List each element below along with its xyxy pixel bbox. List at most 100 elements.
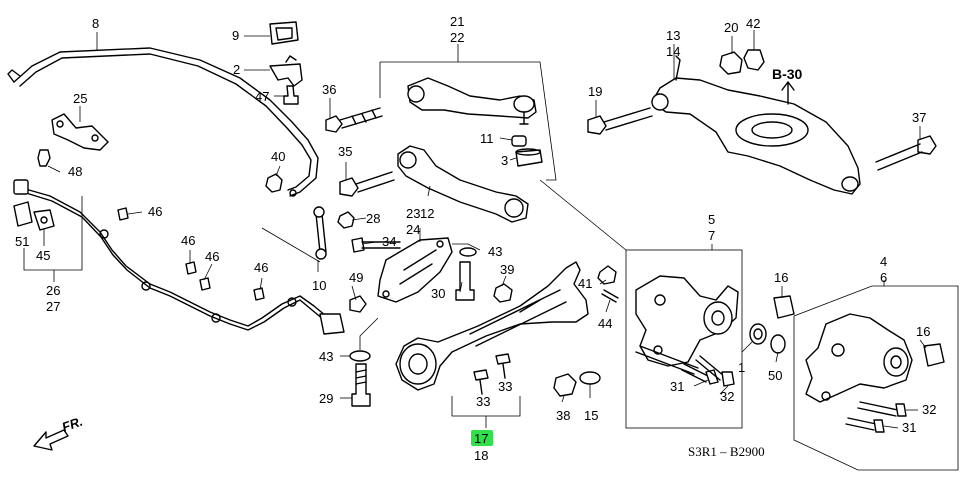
nut-20 [719, 51, 743, 75]
front-arrow: FR. [33, 414, 85, 451]
callout-40[interactable]: 40 [271, 149, 285, 164]
callout-31a[interactable]: 31 [670, 379, 684, 394]
bolt-19 [587, 107, 653, 135]
callout-26[interactable]: 26 [46, 283, 60, 298]
reference-label[interactable]: B-30 [772, 66, 803, 82]
callout-48[interactable]: 48 [68, 164, 82, 179]
bushing-3 [515, 148, 543, 167]
callout-13[interactable]: 13 [666, 28, 680, 43]
callout-8[interactable]: 8 [92, 16, 99, 31]
nut-39 [493, 283, 513, 303]
callout-43b[interactable]: 43 [319, 349, 333, 364]
clip-45 [33, 209, 55, 231]
knuckle-alt-box [793, 285, 959, 471]
rear-arm-12 [397, 145, 529, 223]
callout-33b[interactable]: 33 [498, 379, 512, 394]
callout-11[interactable]: 11 [480, 131, 494, 146]
bolt-47 [283, 85, 299, 105]
callout-7[interactable]: 7 [708, 228, 715, 243]
highlight-17 [471, 430, 493, 446]
stabilizer-bar [7, 47, 319, 197]
callout-19[interactable]: 19 [588, 84, 602, 99]
nut-42 [743, 49, 765, 71]
callout-6[interactable]: 6 [880, 270, 887, 285]
callout-46c[interactable]: 46 [205, 249, 219, 264]
callout-34[interactable]: 34 [382, 234, 396, 249]
callout-25[interactable]: 25 [73, 91, 87, 106]
bolts-33 [473, 353, 511, 395]
callout-16b[interactable]: 16 [916, 324, 930, 339]
callout-46a[interactable]: 46 [148, 204, 162, 219]
callout-14[interactable]: 14 [666, 44, 680, 59]
bolts-32b-31b [845, 401, 907, 433]
callout-33a[interactable]: 33 [476, 394, 490, 409]
callout-21[interactable]: 21 [450, 14, 464, 29]
bolt-37 [875, 135, 937, 171]
callout-44[interactable]: 44 [598, 316, 612, 331]
callout-9[interactable]: 9 [232, 28, 239, 43]
callout-39[interactable]: 39 [500, 262, 514, 277]
callout-37[interactable]: 37 [912, 110, 926, 125]
callout-31b[interactable]: 31 [902, 420, 916, 435]
callout-51[interactable]: 51 [15, 234, 29, 249]
callout-15[interactable]: 15 [584, 408, 598, 423]
callout-22[interactable]: 22 [450, 30, 464, 45]
callout-35[interactable]: 35 [338, 144, 352, 159]
pin-44 [601, 289, 619, 303]
bolts-46 [117, 207, 265, 301]
callout-29[interactable]: 29 [319, 391, 333, 406]
callout-41[interactable]: 41 [578, 276, 592, 291]
bushing-16b [923, 343, 945, 367]
front-arrow-icon [33, 429, 69, 451]
washer-50 [770, 334, 786, 354]
callout-42[interactable]: 42 [746, 16, 760, 31]
up-arrow [781, 81, 795, 105]
stabilizer-bushing [269, 21, 299, 45]
callout-49[interactable]: 49 [349, 270, 363, 285]
callout-5[interactable]: 5 [708, 212, 715, 227]
callout-23[interactable]: 23 [406, 206, 420, 221]
knuckle-alt [805, 313, 913, 403]
nut-41 [597, 265, 617, 285]
callout-2[interactable]: 2 [233, 62, 240, 77]
callout-30[interactable]: 30 [431, 286, 445, 301]
callout-47[interactable]: 47 [255, 89, 269, 104]
callout-24[interactable]: 24 [406, 222, 420, 237]
callout-3[interactable]: 3 [501, 153, 508, 168]
callout-32b[interactable]: 32 [922, 402, 936, 417]
bolt-34 [351, 237, 401, 253]
nut-40 [265, 173, 283, 193]
cap-11 [511, 135, 527, 147]
diagram-code: S3R1 – B2900 [688, 444, 765, 459]
bolt-30 [455, 261, 475, 301]
bolt-29 [351, 363, 371, 407]
callout-27[interactable]: 27 [46, 299, 60, 314]
bolts-31-32 [681, 355, 735, 387]
front-label: FR. [60, 414, 85, 435]
callout-45[interactable]: 45 [36, 248, 50, 263]
callout-46b[interactable]: 46 [181, 233, 195, 248]
washer-15 [579, 371, 601, 385]
callout-46d[interactable]: 46 [254, 260, 268, 275]
bracket-23-24 [377, 237, 453, 303]
callout-50[interactable]: 50 [768, 368, 782, 383]
callout-12[interactable]: 12 [420, 206, 434, 221]
callout-28[interactable]: 28 [366, 211, 380, 226]
stabilizer-link [313, 206, 327, 260]
callout-4[interactable]: 4 [880, 254, 887, 269]
callout-18[interactable]: 18 [474, 448, 488, 463]
callout-17[interactable]: 17 [474, 431, 488, 446]
callout-43a[interactable]: 43 [488, 244, 502, 259]
knuckle [635, 275, 739, 375]
upper-arm [407, 77, 537, 125]
callout-20[interactable]: 20 [724, 20, 738, 35]
callout-1[interactable]: 1 [738, 360, 745, 375]
callout-38[interactable]: 38 [556, 408, 570, 423]
callout-16a[interactable]: 16 [774, 270, 788, 285]
stabilizer-bracket [269, 55, 303, 87]
leader-lines [23, 30, 927, 429]
callout-32a[interactable]: 32 [720, 389, 734, 404]
bracket-25 [51, 113, 109, 151]
callout-36[interactable]: 36 [322, 82, 336, 97]
callout-10[interactable]: 10 [312, 278, 326, 293]
